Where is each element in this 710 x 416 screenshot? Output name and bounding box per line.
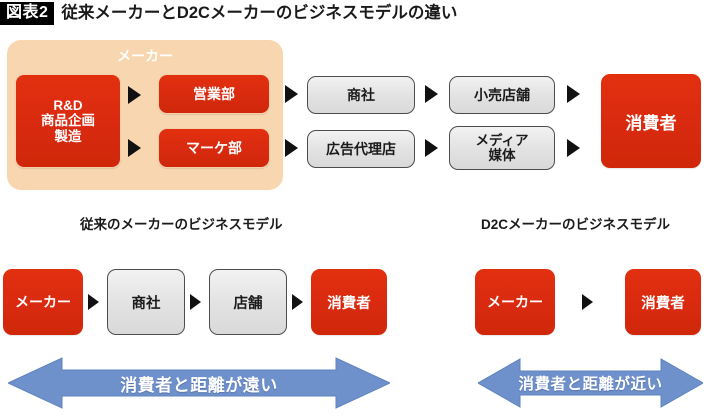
media-box-line1: メディア (475, 132, 529, 148)
consumer-box-top: 消費者 (601, 74, 701, 168)
arrow-media-to-consumer-icon (567, 139, 580, 157)
arrow-rd-to-sales-icon (128, 86, 141, 104)
marketing-dept-box: マーケ部 (158, 128, 270, 168)
arrow-rd-to-marketing-icon (128, 139, 141, 157)
ad-agency-box: 広告代理店 (307, 130, 415, 168)
caption-d2c-model: D2Cメーカーのビジネスモデル (481, 217, 671, 232)
arrow-bl-store-to-consumer-icon (292, 294, 303, 310)
ad-agency-label: 広告代理店 (326, 141, 396, 157)
arrow-marketing-to-agency-icon (285, 139, 298, 157)
bl-consumer-box: 消費者 (311, 269, 387, 335)
distance-arrow-far-label: 消費者と距離が遠い (120, 375, 278, 395)
arrow-br-maker-to-consumer-icon (582, 294, 593, 310)
double-arrow-near-icon (478, 358, 703, 408)
arrow-agency-to-media-icon (425, 139, 438, 157)
arrow-retail-to-consumer-icon (567, 85, 580, 103)
rd-box-line2: 商品企画 (41, 113, 95, 129)
manufacturer-panel-label: メーカー (117, 48, 173, 64)
bl-maker-box: メーカー (3, 269, 83, 335)
sales-dept-label: 営業部 (193, 86, 235, 102)
title-text: 従来メーカーとD2Cメーカーのビジネスモデルの違い (61, 3, 458, 22)
media-box: メディア 媒体 (449, 126, 555, 170)
retail-store-box: 小売店舗 (449, 76, 555, 114)
figure-badge: 図表2 (0, 2, 55, 26)
bl-consumer-label: 消費者 (327, 295, 371, 312)
bl-trading-label: 商社 (131, 295, 161, 312)
br-maker-label: メーカー (487, 294, 543, 310)
rd-box: R&D 商品企画 製造 (15, 74, 121, 168)
arrow-sales-to-trading-icon (285, 85, 298, 103)
caption-traditional-model: 従来のメーカーのビジネスモデル (80, 217, 283, 232)
bl-store-label: 店舗 (233, 295, 263, 312)
trading-company-label: 商社 (347, 87, 375, 103)
distance-arrow-near: 消費者と距離が近い (478, 357, 703, 409)
arrow-bl-maker-to-trading-icon (88, 294, 99, 310)
arrow-trading-to-retail-icon (425, 85, 438, 103)
arrow-bl-trading-to-store-icon (190, 294, 201, 310)
bl-maker-label: メーカー (15, 294, 71, 310)
page-title: 図表2 従来メーカーとD2Cメーカーのビジネスモデルの違い (0, 2, 458, 26)
marketing-dept-label: マーケ部 (186, 140, 242, 156)
distance-arrow-near-label: 消費者と距離が近い (518, 376, 663, 393)
br-consumer-box: 消費者 (625, 269, 701, 335)
consumer-box-top-label: 消費者 (625, 113, 677, 133)
media-box-line2: 媒体 (488, 148, 516, 163)
double-arrow-far-icon (8, 357, 390, 409)
bl-store-box: 店舗 (209, 269, 287, 335)
rd-box-line3: 製造 (54, 128, 82, 144)
sales-dept-box: 営業部 (158, 74, 270, 114)
br-maker-box: メーカー (475, 269, 555, 335)
br-consumer-label: 消費者 (641, 295, 685, 312)
distance-arrow-far: 消費者と距離が遠い (8, 357, 390, 409)
bl-trading-box: 商社 (107, 269, 185, 335)
rd-box-line1: R&D (53, 98, 83, 114)
retail-store-label: 小売店舗 (474, 87, 530, 103)
trading-company-box: 商社 (307, 76, 415, 114)
